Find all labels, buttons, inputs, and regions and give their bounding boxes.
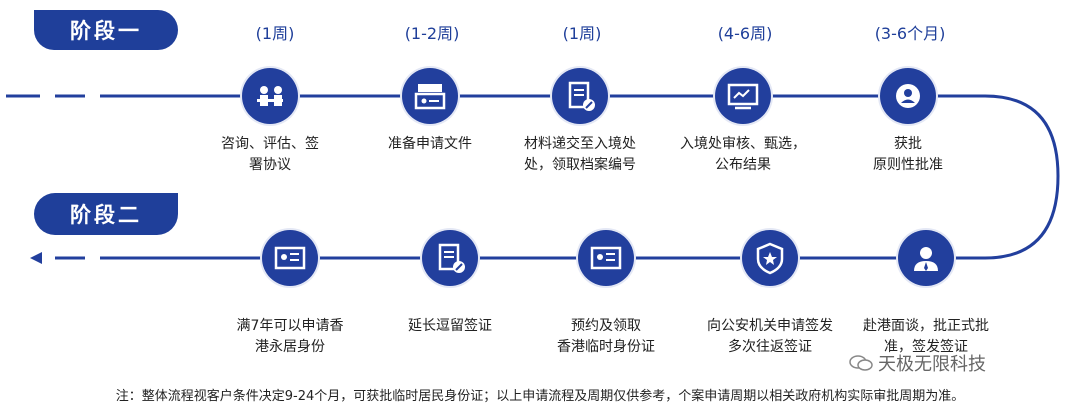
step-node-extend	[422, 230, 478, 286]
step-node-id-card	[578, 230, 634, 286]
stage-two-label: 阶段二	[34, 193, 178, 235]
step-label-consult: 咨询、评估、签署协议	[221, 136, 319, 173]
step-label-interview: 赴港面谈，批正式批准，签发签证	[863, 318, 989, 355]
step-label-id-card: 预约及领取香港临时身份证	[557, 318, 655, 355]
visa-extend-icon	[438, 243, 465, 273]
step-label-prepare: 准备申请文件	[388, 136, 472, 152]
document-folder-icon	[414, 84, 446, 110]
wechat-icon	[849, 355, 873, 371]
step-label-extend: 延长逗留签证	[408, 318, 492, 334]
step-node-submit	[552, 68, 608, 124]
monitor-review-icon	[727, 83, 759, 110]
step-label-submit: 材料递交至入境处处，领取档案编号	[524, 136, 636, 173]
footnote: 注：整体流程视客户条件决定9-24个月，可获批临时居民身份证；以上申请流程及周期…	[115, 389, 965, 404]
watermark: 天极无限科技	[848, 350, 986, 376]
id-card-icon	[274, 246, 306, 270]
step-label-approved: 获批原则性批准	[873, 136, 943, 173]
approval-user-icon	[896, 84, 920, 108]
step-node-approved	[880, 68, 936, 124]
period-4: (4-6周)	[717, 24, 773, 43]
step-node-police	[742, 230, 798, 286]
period-1: (1周)	[255, 24, 295, 43]
step-node-interview	[898, 230, 954, 286]
step-node-review	[715, 68, 771, 124]
step-label-police: 向公安机关申请签发多次往返签证	[707, 318, 833, 355]
consult-icon	[257, 86, 283, 106]
file-submit-icon	[568, 81, 595, 111]
stage-one-label: 阶段一	[34, 10, 178, 50]
id-card-icon	[590, 246, 622, 270]
step-label-review: 入境处审核、甄选，公布结果	[680, 136, 806, 173]
step-node-prepare	[402, 68, 458, 124]
period-5: (3-6个月)	[874, 24, 946, 43]
interview-person-icon	[914, 247, 938, 271]
period-2: (1-2周)	[404, 24, 460, 43]
police-badge-icon	[756, 242, 784, 275]
step-node-consult	[242, 68, 298, 124]
step-label-permanent: 满7年可以申请香港永居身份	[236, 318, 344, 355]
step-node-permanent	[262, 230, 318, 286]
period-3: (1周)	[562, 24, 602, 43]
